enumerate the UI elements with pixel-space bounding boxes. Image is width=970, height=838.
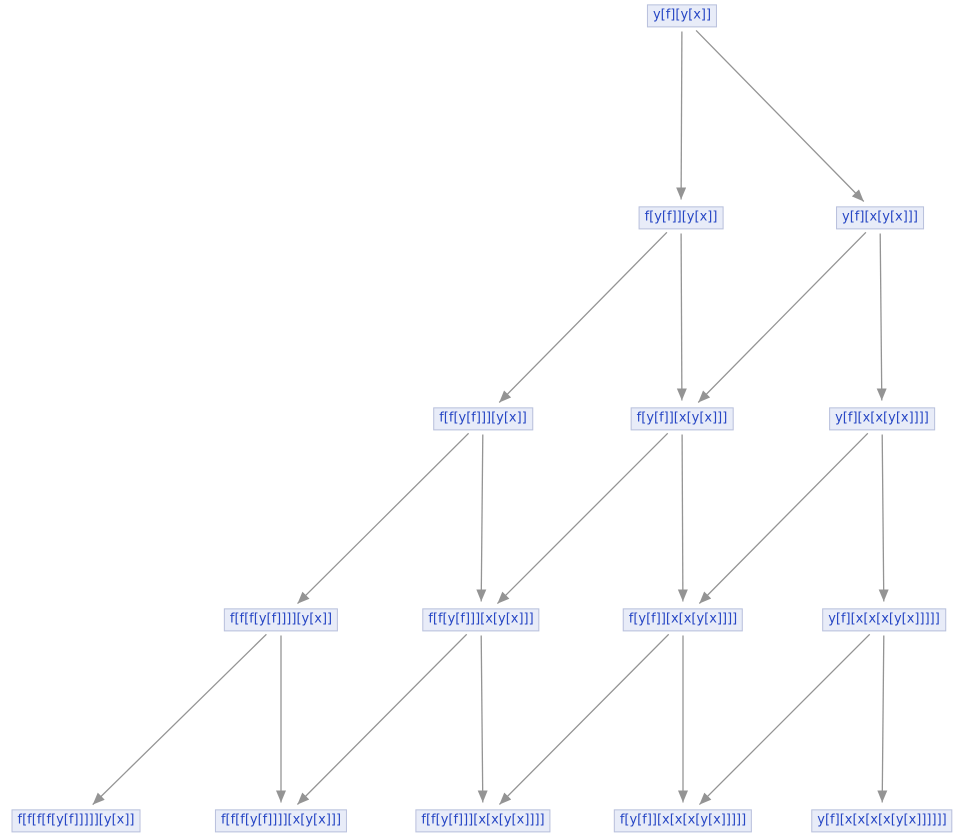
graph-node: y[f][y[x]] <box>646 4 718 28</box>
graph-node: y[f][x[x[x[x[y[x]]]]]] <box>811 809 953 833</box>
graph-node-label: f[f[y[f]]][x[x[y[x]]]] <box>421 812 545 828</box>
edge-arrow <box>676 233 687 401</box>
graph-node-label: y[f][x[y[x]]] <box>842 209 918 225</box>
graph-node-label: f[y[f]][x[x[y[x]]]] <box>628 611 738 627</box>
graph-node-label: y[f][x[x[y[x]]]] <box>835 410 929 426</box>
edge-arrow <box>92 633 267 806</box>
edge-arrow <box>695 29 865 202</box>
graph-node-label: f[f[y[f]]][x[y[x]]] <box>428 611 534 627</box>
edge-arrow <box>677 434 688 602</box>
graph-node-label: f[f[f[y[f]]]][x[y[x]]] <box>220 812 342 828</box>
edge-arrow <box>878 434 889 602</box>
graph-node: f[f[y[f]]][x[x[y[x]]]] <box>415 809 551 833</box>
graph-node: f[y[f]][x[y[x]]] <box>630 407 734 431</box>
graph-node-label: f[f[f[f[y[f]]]]][y[x]] <box>17 812 135 828</box>
graph-node: f[y[f]][y[x]] <box>638 206 724 230</box>
edge-arrow <box>698 633 871 806</box>
edge-arrow <box>297 432 470 605</box>
edge-arrow <box>676 31 687 200</box>
graph-node: f[f[f[y[f]]]][x[y[x]]] <box>214 809 348 833</box>
edge-arrow <box>876 233 887 401</box>
graph-node-label: f[y[f]][x[x[x[y[x]]]]] <box>619 812 747 828</box>
graph-node: y[f][x[x[x[y[x]]]]] <box>822 608 946 632</box>
graph-node-label: y[f][y[x]] <box>652 7 712 23</box>
graph-node: f[f[f[y[f]]]][y[x]] <box>223 608 339 632</box>
graph-node: f[f[f[f[y[f]]]]][y[x]] <box>11 809 141 833</box>
graph-node-label: f[y[f]][y[x]] <box>644 209 718 225</box>
edge-arrow <box>496 432 669 605</box>
graph-node: f[y[f]][x[x[y[x]]]] <box>622 608 744 632</box>
graph-node: f[f[y[f]]][y[x]] <box>433 407 533 431</box>
graph-node-label: y[f][x[x[x[y[x]]]]] <box>828 611 940 627</box>
graph-node: y[f][x[x[y[x]]]] <box>829 407 935 431</box>
edge-arrow <box>697 231 867 403</box>
graph-node-label: f[f[f[y[f]]]][y[x]] <box>229 611 333 627</box>
graph-node: f[y[f]][x[x[x[y[x]]]]] <box>613 809 753 833</box>
edge-arrow <box>477 635 488 803</box>
graph-node: f[f[y[f]]][x[y[x]]] <box>422 608 540 632</box>
edge-arrow <box>476 434 487 602</box>
edge-arrow <box>498 633 670 805</box>
edge-arrow <box>877 635 888 803</box>
edge-arrow <box>296 633 468 805</box>
graph-node: y[f][x[y[x]]] <box>836 206 924 230</box>
graph-node-label: f[y[f]][x[y[x]]] <box>636 410 728 426</box>
edge-arrow <box>498 231 668 403</box>
graph-node-label: y[f][x[x[x[x[y[x]]]]]] <box>817 812 947 828</box>
edge-arrow <box>698 432 869 604</box>
graph-node-label: f[f[y[f]]][y[x]] <box>439 410 527 426</box>
